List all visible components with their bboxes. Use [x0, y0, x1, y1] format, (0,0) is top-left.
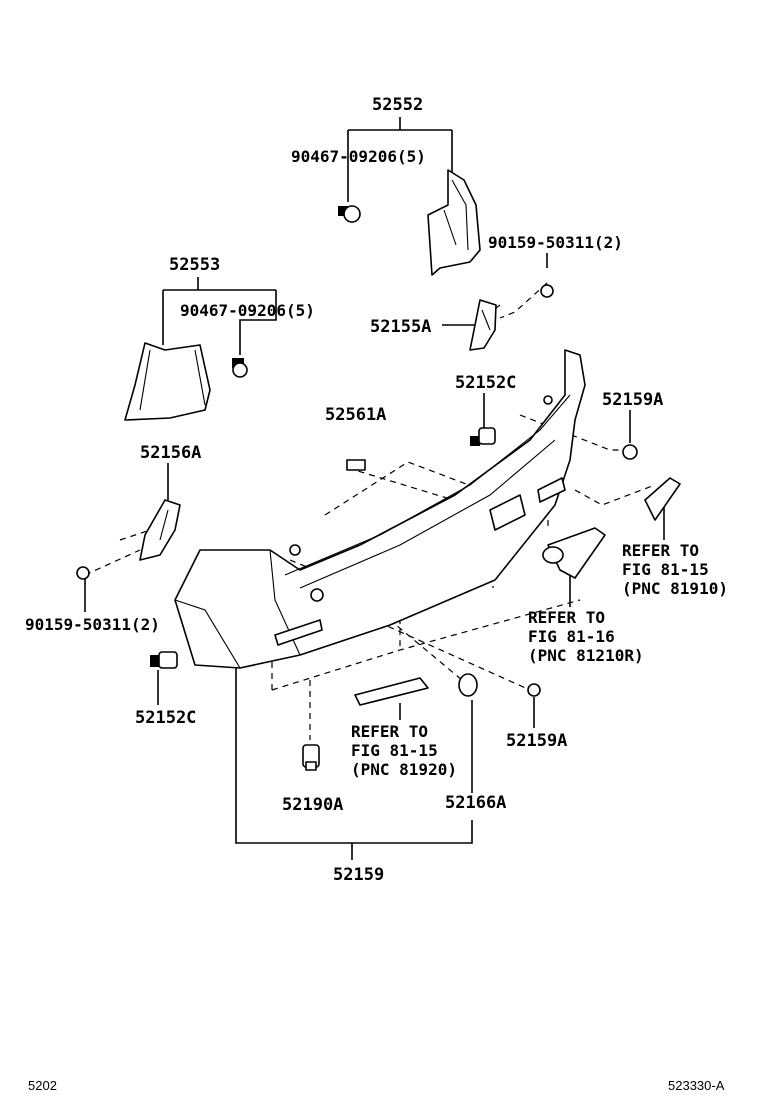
label-90159-left: 90159-50311(2)	[25, 615, 160, 634]
refer-fog-line1: REFER TO	[528, 608, 605, 627]
extension-52552	[427, 169, 481, 276]
refer-right-line2: FIG 81-15	[622, 560, 709, 579]
label-52552: 52552	[372, 95, 423, 115]
label-52190a: 52190A	[282, 795, 343, 815]
footer-right-code: 523330-A	[668, 1078, 725, 1093]
label-90159-right: 90159-50311(2)	[488, 233, 623, 252]
label-90467-upper: 90467-09206(5)	[291, 147, 426, 166]
sensor-52190a	[302, 744, 320, 771]
refer-right-lamp: REFER TO FIG 81-15 (PNC 81910)	[622, 541, 728, 598]
reflector-center	[354, 677, 429, 706]
refer-right-line1: REFER TO	[622, 541, 699, 560]
label-52152c-bottom: 52152C	[135, 708, 196, 728]
screw-90159-left	[76, 566, 90, 580]
refer-center-line1: REFER TO	[351, 722, 428, 741]
leader-lines	[84, 117, 665, 860]
refer-center-reflector: REFER TO FIG 81-15 (PNC 81920)	[351, 722, 457, 779]
nut-52159a-top	[622, 444, 638, 460]
screw-90159-right	[540, 284, 554, 298]
refer-center-line3: (PNC 81920)	[351, 760, 457, 779]
label-52152c-top: 52152C	[455, 373, 516, 393]
nut-52159a-bottom	[527, 683, 541, 697]
label-52155a: 52155A	[370, 317, 431, 337]
clip-90467-upper	[338, 172, 361, 223]
refer-fog-lamp: REFER TO FIG 81-16 (PNC 81210R)	[528, 608, 644, 665]
bracket-52156a	[139, 499, 181, 561]
clip-52152c-top	[470, 427, 496, 446]
retainer-52561a	[346, 459, 366, 471]
bracket-52155a	[469, 299, 497, 351]
label-52553: 52553	[169, 255, 220, 275]
cover-52166a	[458, 673, 478, 697]
fog-lamp	[542, 527, 606, 579]
extension-52553	[124, 342, 211, 421]
bumper-cover	[174, 349, 586, 669]
label-90467-left: 90467-09206(5)	[180, 301, 315, 320]
footer-left-code: 5202	[28, 1078, 57, 1093]
label-52561a: 52561A	[325, 405, 386, 425]
refer-fog-line3: (PNC 81210R)	[528, 646, 644, 665]
label-52159a-top: 52159A	[602, 390, 663, 410]
labels: 52552 90467-09206(5) 52553 90467-09206(5…	[25, 95, 663, 885]
reflector-lamp-right	[644, 477, 681, 521]
refer-fog-line2: FIG 81-16	[528, 627, 615, 646]
label-52166a: 52166A	[445, 793, 506, 813]
clip-52152c-bottom	[150, 651, 178, 669]
refer-center-line2: FIG 81-15	[351, 741, 438, 760]
label-52159a-bottom: 52159A	[506, 731, 567, 751]
clip-90467-left	[232, 302, 277, 378]
label-52156a: 52156A	[140, 443, 201, 463]
label-52159: 52159	[333, 865, 384, 885]
refer-right-line3: (PNC 81910)	[622, 579, 728, 598]
